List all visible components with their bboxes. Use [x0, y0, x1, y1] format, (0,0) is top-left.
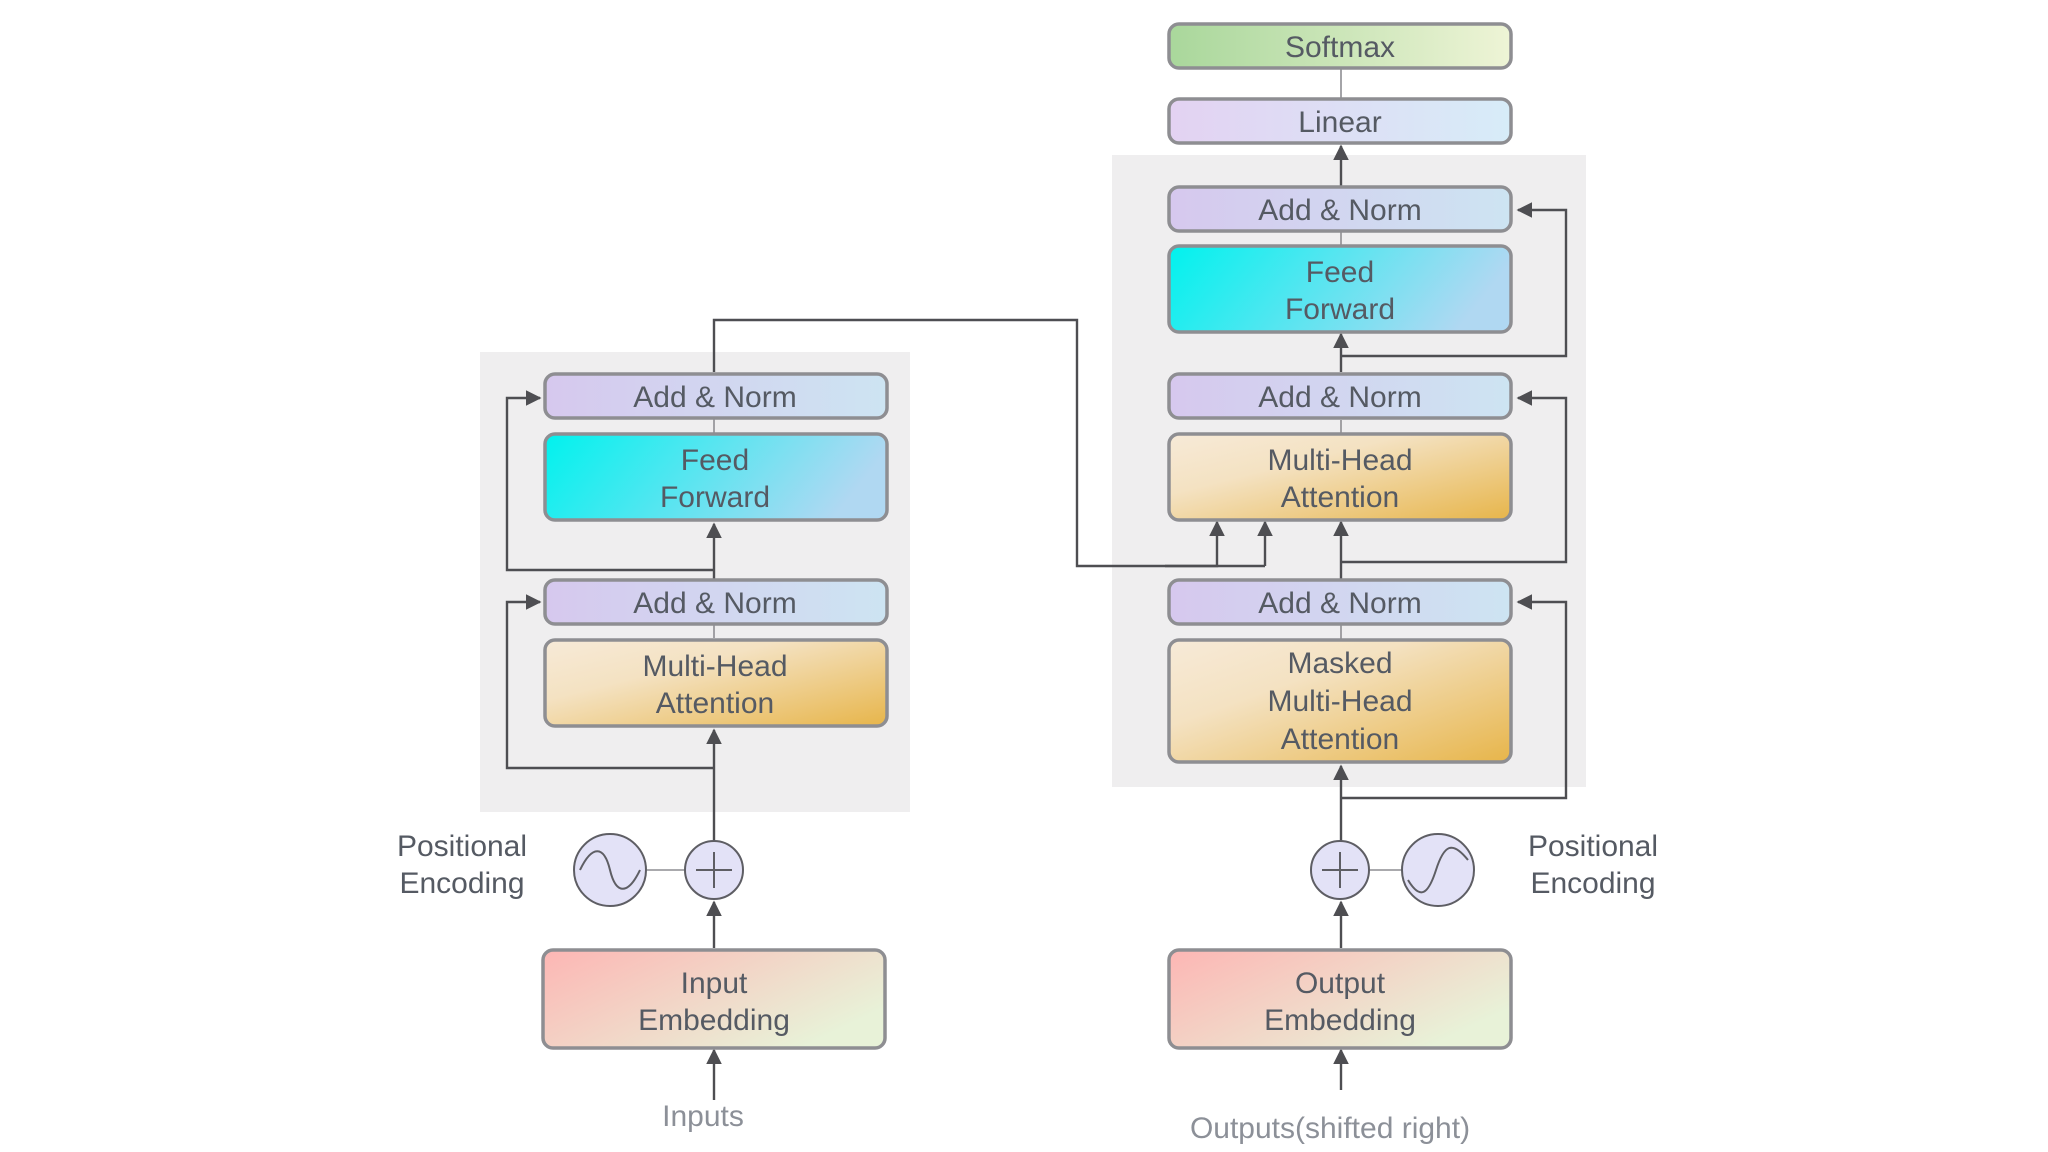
- svg-text:Attention: Attention: [1281, 481, 1399, 514]
- decoder-multi-head-attention: Multi-Head Attention: [1167, 432, 1513, 522]
- encoder-add-circle-icon: [684, 840, 744, 900]
- svg-text:Encoding: Encoding: [399, 867, 524, 900]
- encoder-add-norm-top: Add & Norm: [543, 372, 889, 420]
- svg-text:Positional: Positional: [1528, 830, 1658, 863]
- encoder-connectors: [505, 318, 1273, 1100]
- svg-text:Multi-Head: Multi-Head: [1267, 444, 1412, 477]
- svg-text:Add & Norm: Add & Norm: [1258, 194, 1421, 227]
- linear-block: Linear: [1167, 97, 1513, 145]
- svg-text:Feed: Feed: [681, 444, 749, 477]
- svg-text:Multi-Head: Multi-Head: [1267, 685, 1412, 718]
- svg-text:Linear: Linear: [1298, 106, 1381, 139]
- decoder-positional-encoding-label: Positional Encoding: [1528, 830, 1658, 900]
- decoder-feed-forward: Feed Forward: [1167, 244, 1513, 334]
- inputs-label: Inputs: [662, 1100, 744, 1133]
- decoder-connectors: [1333, 68, 1568, 1090]
- outputs-shifted-right-label: Outputs(shifted right): [1190, 1112, 1470, 1145]
- encoder-feed-forward: Feed Forward: [543, 432, 889, 522]
- svg-text:Attention: Attention: [1281, 723, 1399, 756]
- svg-text:Masked: Masked: [1287, 647, 1392, 680]
- svg-text:Encoding: Encoding: [1530, 867, 1655, 900]
- svg-text:Embedding: Embedding: [638, 1004, 790, 1037]
- svg-text:Forward: Forward: [1285, 293, 1395, 326]
- svg-text:Embedding: Embedding: [1264, 1004, 1416, 1037]
- decoder-sine-wave-icon: [1401, 833, 1475, 907]
- svg-text:Feed: Feed: [1306, 256, 1374, 289]
- softmax-block: Softmax: [1167, 22, 1513, 70]
- encoder-add-norm-bottom: Add & Norm: [543, 578, 889, 626]
- svg-text:Add & Norm: Add & Norm: [1258, 587, 1421, 620]
- output-embedding: Output Embedding: [1167, 948, 1513, 1050]
- svg-text:Forward: Forward: [660, 481, 770, 514]
- svg-text:Softmax: Softmax: [1285, 31, 1395, 64]
- svg-text:Positional: Positional: [397, 830, 527, 863]
- svg-text:Output: Output: [1295, 967, 1386, 1000]
- encoder-positional-encoding-label: Positional Encoding: [397, 830, 527, 900]
- encoder-sine-wave-icon: [573, 833, 647, 907]
- svg-text:Input: Input: [681, 967, 748, 1000]
- decoder-masked-multi-head-attention: Masked Multi-Head Attention: [1167, 638, 1513, 764]
- encoder-multi-head-attention: Multi-Head Attention: [543, 638, 889, 728]
- decoder-add-norm-middle: Add & Norm: [1167, 372, 1513, 420]
- svg-text:Add & Norm: Add & Norm: [633, 587, 796, 620]
- svg-text:Multi-Head: Multi-Head: [642, 650, 787, 683]
- svg-text:Add & Norm: Add & Norm: [633, 381, 796, 414]
- svg-text:Add & Norm: Add & Norm: [1258, 381, 1421, 414]
- svg-text:Attention: Attention: [656, 687, 774, 720]
- decoder-add-norm-bottom: Add & Norm: [1167, 578, 1513, 626]
- decoder-add-norm-top: Add & Norm: [1167, 185, 1513, 233]
- input-embedding: Input Embedding: [541, 948, 887, 1050]
- decoder-add-circle-icon: [1310, 840, 1370, 900]
